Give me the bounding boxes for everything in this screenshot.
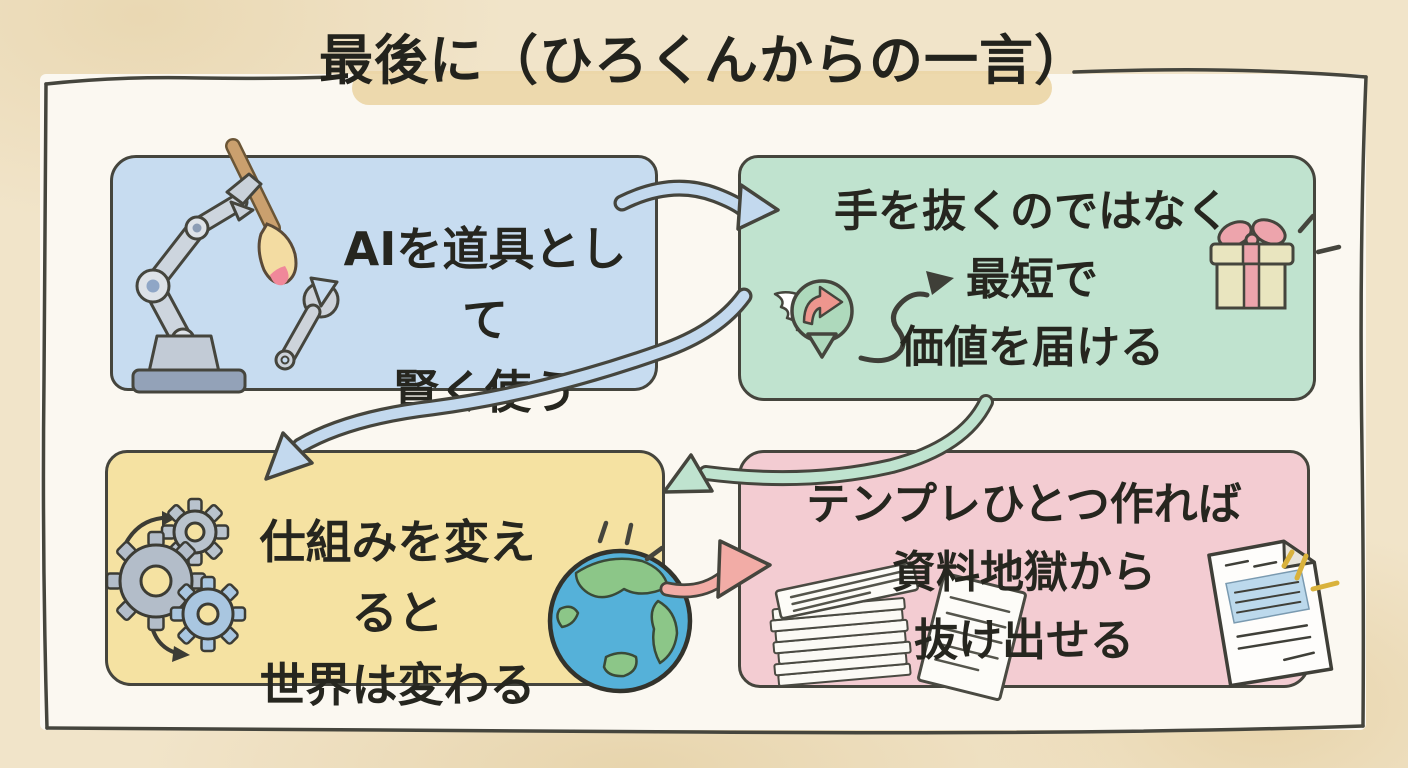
box-line: 賢く使う	[393, 364, 577, 419]
page-title: 最後に（ひろくんからの一言）	[319, 29, 1089, 92]
title-highlight	[352, 71, 1052, 105]
box-line: 仕組みを変えると	[259, 515, 536, 641]
box-line: 価値を届ける	[900, 322, 1164, 374]
box-line: 手を抜くのではなく	[834, 186, 1230, 237]
box-system-text: 仕組みを変えると 世界は変わる	[258, 507, 537, 721]
box-value-text: 手を抜くのではなく 最短で 価値を届ける	[766, 178, 1298, 383]
box-line: 抜け出せる	[914, 615, 1134, 667]
box-escape-docs: テンプレひとつ作れば 資料地獄から 抜け出せる	[738, 450, 1334, 702]
gear-medium	[169, 575, 247, 653]
box-line: 資料地獄から	[892, 547, 1156, 599]
box-line: AIを道具として	[343, 222, 627, 348]
box-line: 最短で	[966, 254, 1098, 306]
box-line: テンプレひとつ作れば	[806, 479, 1242, 530]
box-line: 世界は変わる	[259, 657, 536, 712]
box-ai-as-tool: AIを道具として 賢く使う	[110, 138, 658, 419]
gears-icon	[105, 497, 247, 662]
box-change-system: 仕組みを変えると 世界は変わる	[105, 450, 693, 712]
winged-pin-squiggle-icon	[773, 271, 954, 364]
squiggle-arrow-icon	[858, 291, 930, 364]
gift-icon	[1209, 218, 1295, 310]
box-deliver-value: 手を抜くのではなく 最短で 価値を届ける	[738, 155, 1316, 401]
paper-stack-icon	[769, 561, 1027, 702]
box-docs-text: テンプレひとつ作れば 資料地獄から 抜け出せる	[766, 471, 1282, 676]
red-arrow-icon	[802, 285, 844, 326]
box-ai-text: AIを道具として 賢く使う	[323, 214, 647, 428]
leaning-sheet	[917, 572, 1027, 702]
paintbrush-icon	[257, 222, 298, 285]
earth-icon	[547, 548, 693, 694]
